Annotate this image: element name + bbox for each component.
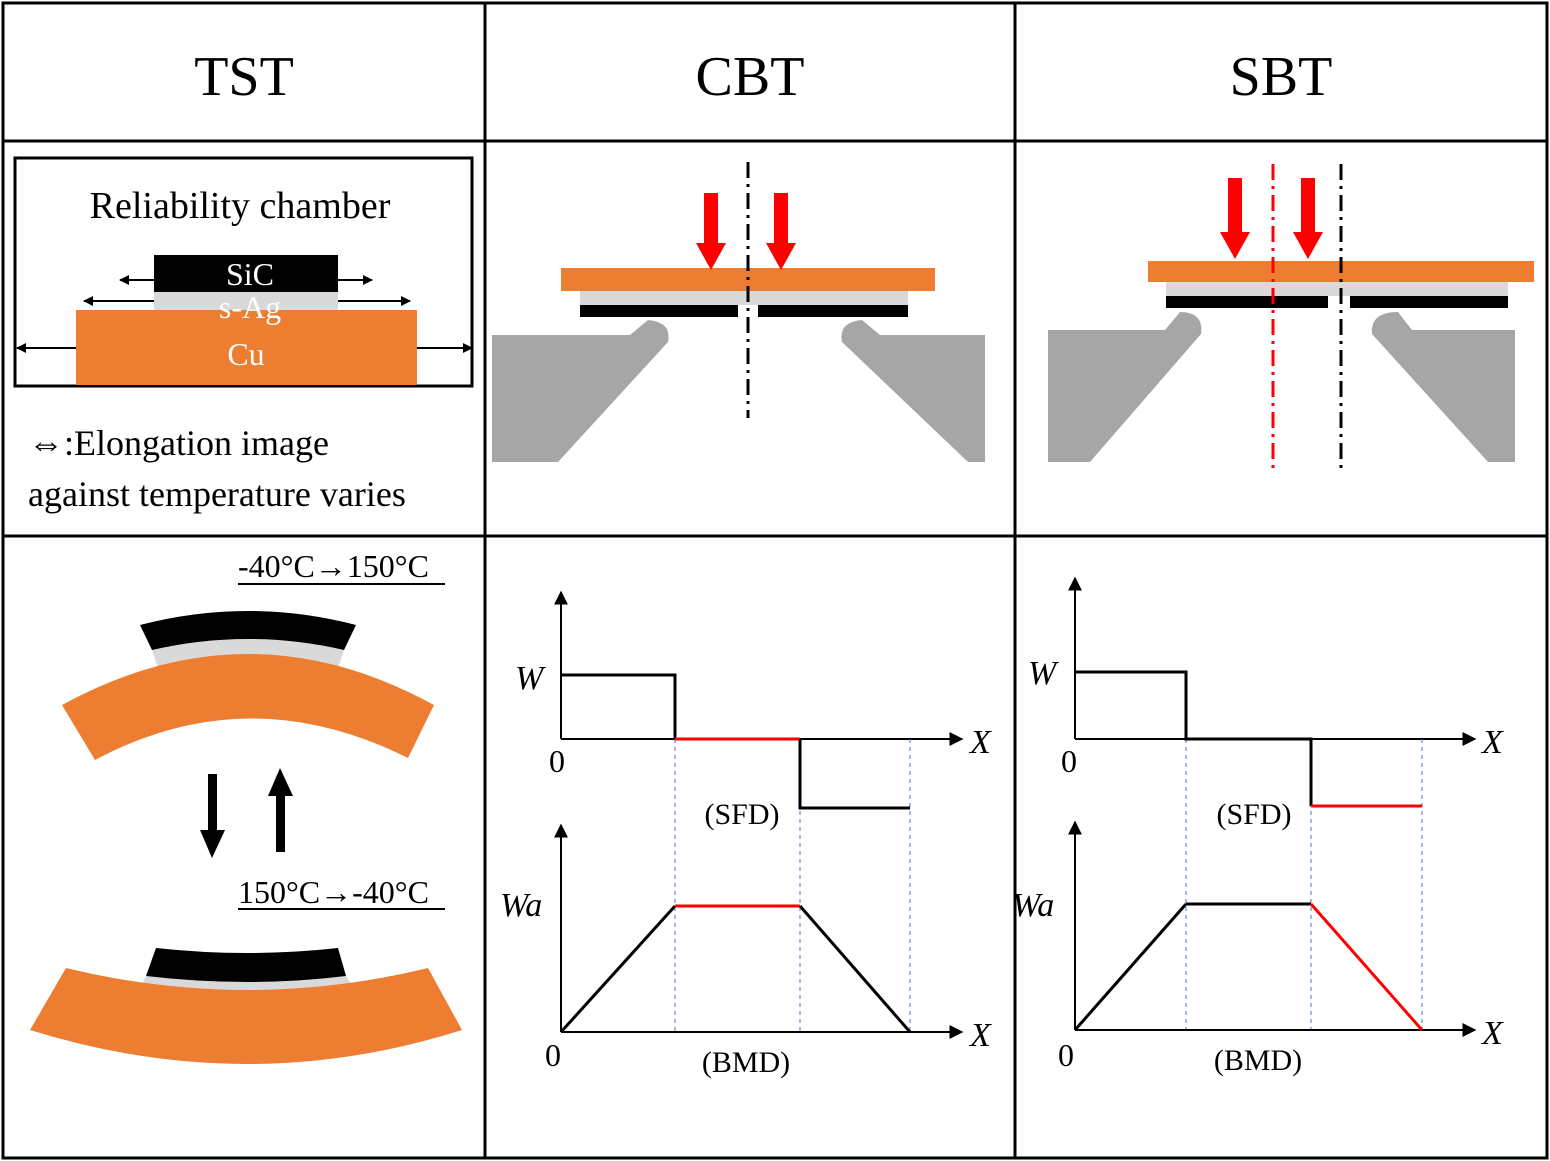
header-sbt: SBT [1230, 46, 1333, 108]
sfd-y-label: W [515, 660, 546, 697]
support-right [841, 320, 985, 462]
load-arrow-left [1220, 178, 1250, 259]
sic-chip [154, 255, 338, 292]
cbt-shear-moment-plots: W 0 X (SFD) Wa 0 X (BMD) [500, 590, 992, 1079]
chamber-label: Reliability chamber [90, 185, 391, 227]
elongation-legend-line2: against temperature varies [28, 474, 406, 514]
bmd-curve-segment [1073, 903, 1188, 1031]
heating-arrow [268, 768, 293, 852]
sag-layer [154, 292, 338, 310]
bmd-label: (BMD) [1214, 1044, 1302, 1077]
header-tst: TST [194, 46, 294, 108]
cooling-arrow [200, 774, 225, 858]
bmd-curve-segment [798, 905, 912, 1033]
bmd-y-label: Wa [500, 887, 542, 924]
sag-label: s-Ag [219, 289, 281, 325]
load-arrow-right [766, 193, 796, 270]
sfd-curve-segment [561, 673, 677, 739]
bmd-highlight-segment [1309, 903, 1424, 1031]
sfd-label: (SFD) [704, 798, 779, 831]
sbt-setup-diagram [1048, 164, 1534, 472]
bmd-y-label: Wa [1012, 887, 1054, 924]
cu-base [76, 310, 417, 385]
bmd-origin-label: 0 [1058, 1037, 1074, 1073]
cooled-cu-base [30, 968, 462, 1064]
cbt-setup-diagram [492, 162, 985, 462]
tst-warpage-diagram: -40°C→150°C 150°C→-40°C [30, 548, 462, 1064]
sbt-shear-moment-plots: W 0 X (SFD) Wa 0 X (BMD) [1012, 576, 1504, 1077]
heating-label: -40°C→150°C [238, 548, 429, 584]
bmd-x-label: X [1480, 1015, 1504, 1052]
cu-label: Cu [227, 336, 264, 372]
load-arrow-left [696, 193, 726, 270]
elongation-legend-line1: ⇔:Elongation image [28, 423, 329, 463]
sfd-y-label: W [1028, 655, 1059, 692]
sfd-x-label: X [1480, 724, 1504, 761]
bmd-label: (BMD) [702, 1046, 790, 1079]
heated-cu-base [62, 654, 434, 760]
bmd-curve-segment [559, 904, 677, 1034]
sfd-curve-segment [798, 739, 910, 810]
die-right [758, 305, 908, 317]
sfd-origin-label: 0 [1061, 743, 1077, 779]
sic-label: SiC [226, 256, 274, 292]
tst-chamber-diagram: Reliability chamber SiC s-Ag Cu [13, 156, 474, 388]
chamber-frame [13, 156, 474, 388]
cooled-sic-chip [146, 948, 346, 982]
die-left [1166, 296, 1328, 308]
heated-sic-chip [140, 611, 356, 650]
support-left [492, 320, 669, 462]
support-right [1371, 312, 1515, 462]
sfd-label: (SFD) [1216, 798, 1291, 831]
die-left [580, 305, 738, 317]
silver-layer [1166, 282, 1508, 296]
header-cbt: CBT [696, 46, 805, 108]
load-arrow-right [1293, 178, 1323, 259]
bmd-origin-label: 0 [545, 1037, 561, 1073]
die-right [1350, 296, 1508, 308]
sfd-curve-segment [1075, 670, 1313, 806]
cooling-label: 150°C→-40°C [238, 874, 429, 910]
bmd-x-label: X [968, 1017, 992, 1054]
sfd-x-label: X [968, 724, 992, 761]
silver-layer [580, 291, 908, 305]
support-left [1048, 312, 1202, 462]
sfd-origin-label: 0 [549, 743, 565, 779]
